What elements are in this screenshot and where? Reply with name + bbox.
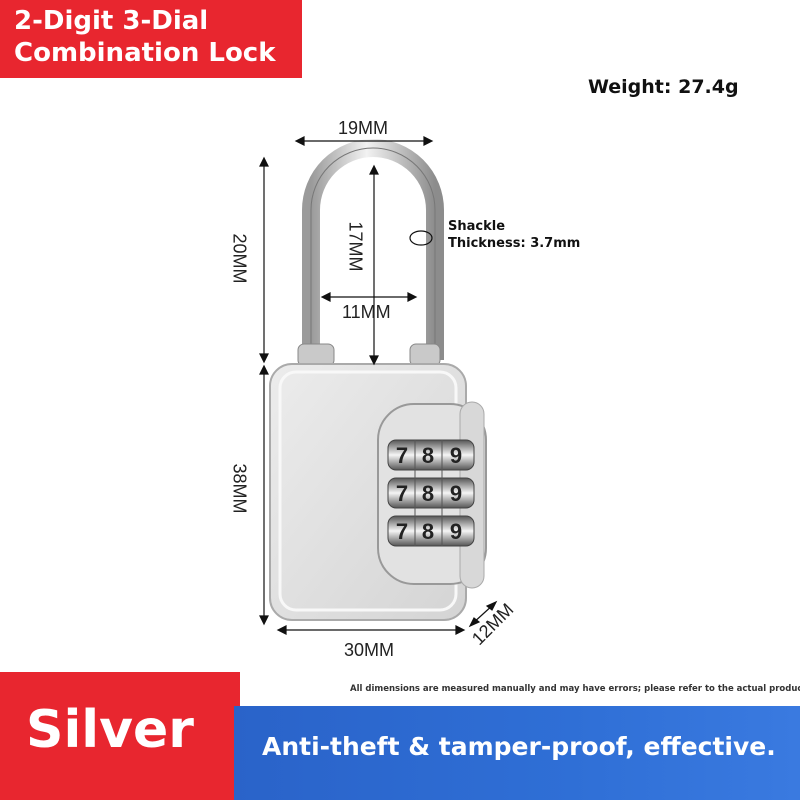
shackle-height-label: 20MM bbox=[229, 233, 250, 284]
dial-1-digit-3: 9 bbox=[450, 443, 462, 468]
dial-1-digit-1: 7 bbox=[396, 443, 408, 468]
shackle-thickness-line-1: Shackle bbox=[448, 219, 506, 234]
dial-3-digit-2: 8 bbox=[422, 519, 434, 544]
slogan-text: Anti-theft & tamper-proof, effective. bbox=[262, 732, 776, 761]
dial-2 bbox=[387, 477, 475, 509]
title-banner: 2-Digit 3-Dial Combination Lock bbox=[0, 0, 302, 78]
dial-2-digit-1: 7 bbox=[396, 481, 408, 506]
shackle bbox=[302, 139, 444, 360]
footer-slogan-banner bbox=[234, 706, 800, 800]
shackle-inner-width-label: 11MM bbox=[342, 302, 391, 322]
dial-2-digit-2: 8 bbox=[422, 481, 434, 506]
dial-1-digit-2: 8 bbox=[422, 443, 434, 468]
disclaimer-text: All dimensions are measured manually and… bbox=[350, 684, 800, 694]
weight-label: Weight: 27.4g bbox=[588, 76, 739, 98]
dial-2-digit-3: 9 bbox=[450, 481, 462, 506]
dimension-lines bbox=[259, 136, 498, 635]
dial-3-digit-3: 9 bbox=[450, 519, 462, 544]
shackle-inner-height-label: 17MM bbox=[345, 221, 366, 272]
dial-3-digit-1: 7 bbox=[396, 519, 408, 544]
shackle-thickness-line-2: Thickness: 3.7mm bbox=[448, 236, 581, 251]
dial-1 bbox=[387, 439, 475, 471]
shackle-thickness-label: Shackle Thickness: 3.7mm bbox=[448, 218, 580, 252]
dial-3 bbox=[387, 515, 475, 547]
shackle-width-label: 19MM bbox=[338, 118, 389, 138]
color-name: Silver bbox=[26, 700, 194, 760]
title-line-1: 2-Digit 3-Dial bbox=[14, 6, 209, 36]
title-line-2: Combination Lock bbox=[14, 38, 276, 68]
body-width-label: 30MM bbox=[344, 640, 395, 660]
footer-color-banner bbox=[0, 672, 240, 800]
body-height-label: 38MM bbox=[229, 463, 250, 514]
